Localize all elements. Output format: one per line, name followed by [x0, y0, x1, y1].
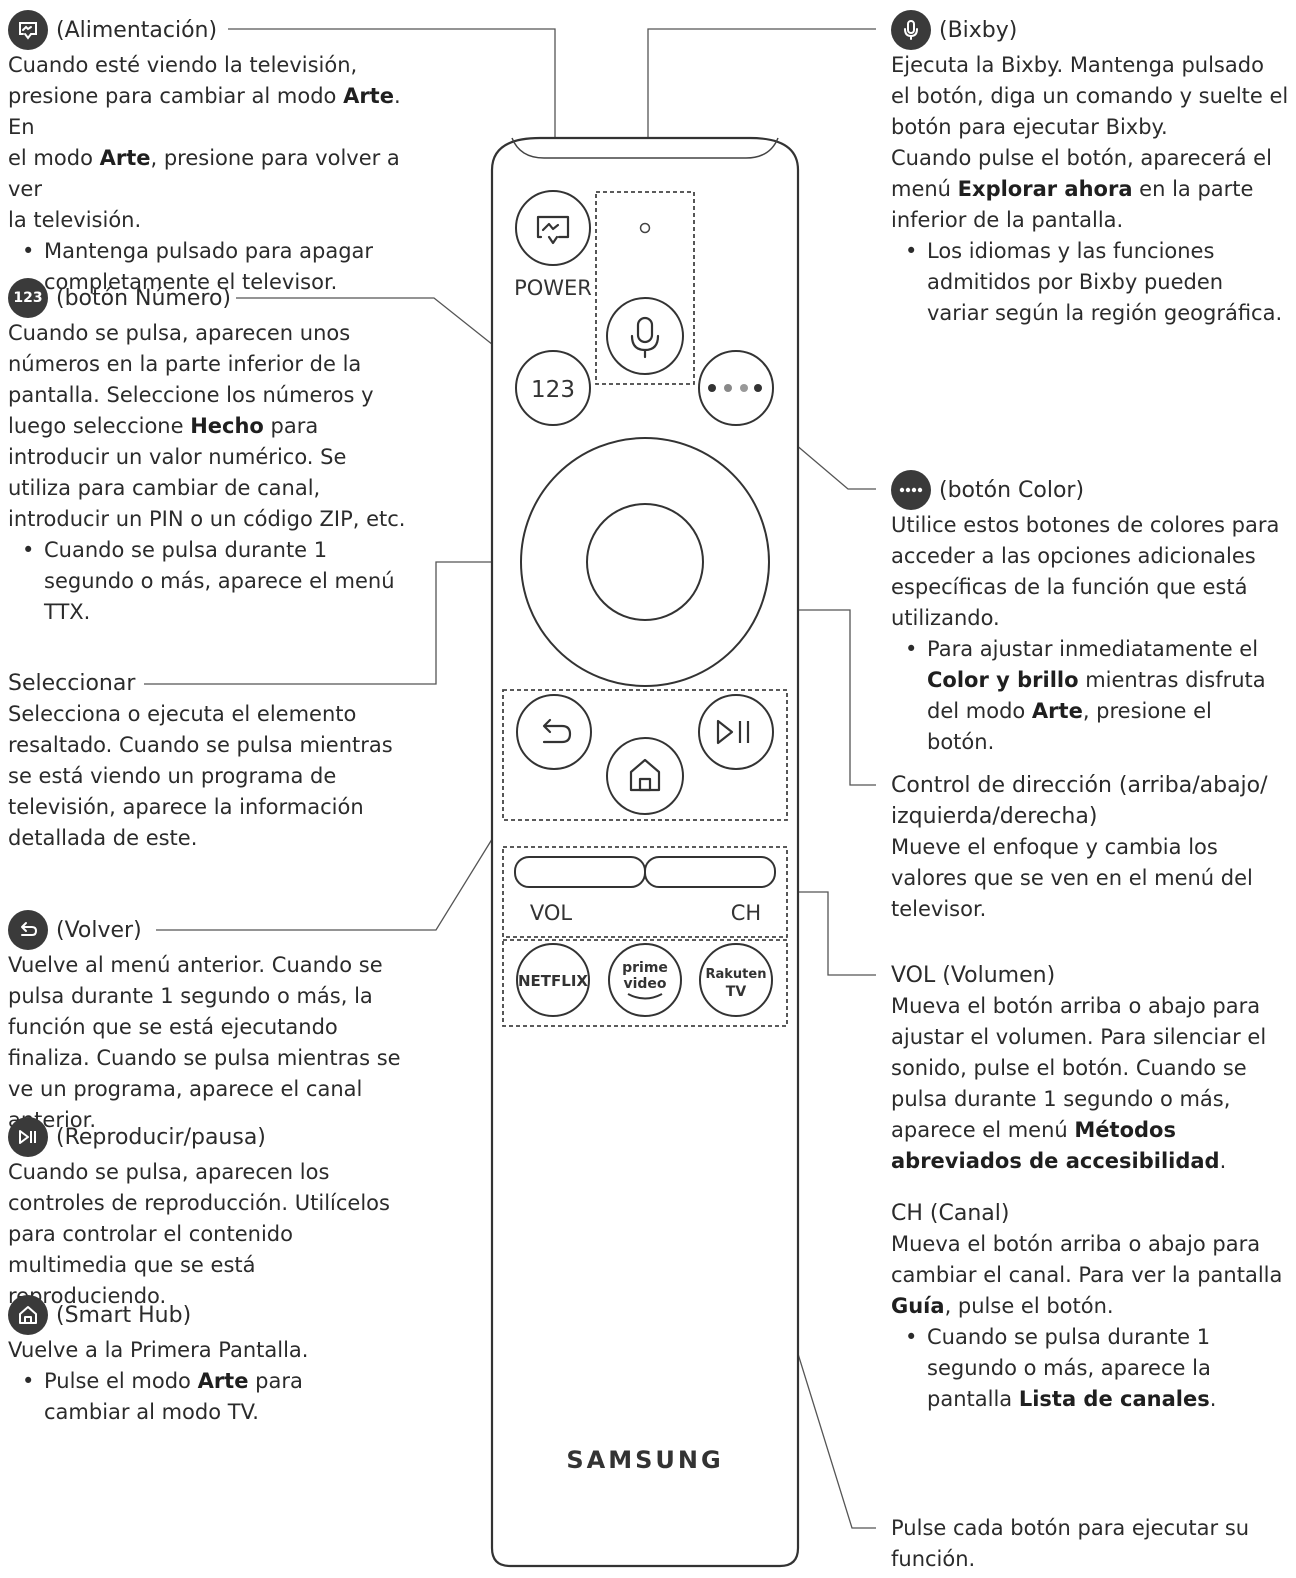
annotation-back: (Volver) Vuelve al menú anterior. Cuando… — [8, 910, 403, 1136]
volume-title: VOL (Volumen) — [891, 963, 1056, 988]
power-button[interactable] — [515, 190, 591, 266]
volume-rocker[interactable] — [514, 856, 646, 888]
prime-label: prime — [622, 960, 668, 976]
apps-body: Pulse cada botón para ejecutar su funció… — [891, 1516, 1250, 1571]
annotation-power: (Alimentación) Cuando esté viendo la tel… — [8, 10, 408, 298]
annotation-channel: CH (Canal) Mueva el botón arriba o abajo… — [891, 1198, 1286, 1415]
vol-label: VOL — [530, 901, 573, 925]
netflix-button[interactable]: NETFLIX — [516, 943, 590, 1017]
prime-video-button[interactable]: prime video — [608, 943, 682, 1017]
bixby-highlight-box — [595, 191, 695, 385]
power-bullet: Mantenga pulsado para apagar completamen… — [8, 236, 384, 298]
smart-hub-button[interactable] — [606, 737, 684, 815]
apps-box — [502, 939, 788, 1027]
select-button[interactable] — [586, 503, 704, 621]
bixby-title: (Bixby) — [939, 17, 1018, 43]
vol-ch-box — [502, 846, 788, 938]
back-arrow-icon — [8, 910, 48, 950]
number-button-label: 123 — [531, 377, 575, 403]
play-title: (Reproducir/pausa) — [56, 1124, 266, 1150]
art-mode-icon — [536, 215, 570, 245]
direction-title: Control de dirección (arriba/abajo/ izqu… — [891, 773, 1268, 829]
number-button[interactable]: 123 — [515, 350, 591, 426]
video-label: video — [623, 976, 666, 992]
hub-title: (Smart Hub) — [56, 1302, 192, 1328]
remote-top-notch — [511, 137, 779, 159]
bixby-body-2: Cuando pulse el botón, aparecerá el menú… — [891, 146, 1272, 232]
rakuten-label: Rakuten — [706, 967, 767, 982]
color-button[interactable] — [698, 350, 774, 426]
power-label: POWER — [514, 276, 592, 300]
direction-body: Mueve el enfoque y cambia los valores qu… — [891, 835, 1253, 921]
color-dots-icon — [891, 470, 931, 510]
annotation-volume: VOL (Volumen) Mueva el botón arriba o ab… — [891, 960, 1286, 1177]
annotation-apps: Pulse cada botón para ejecutar su funció… — [891, 1513, 1286, 1575]
rakuten-tv-label: TV — [726, 984, 747, 1000]
brand-logo: SAMSUNG — [566, 1446, 723, 1474]
rakuten-tv-button[interactable]: Rakuten TV — [699, 943, 773, 1017]
color-body: Utilice estos botones de colores para ac… — [891, 513, 1280, 630]
line-back — [156, 822, 503, 931]
play-pause-icon — [8, 1117, 48, 1157]
power-text-1: Cuando esté viendo la televisión, — [8, 53, 358, 77]
annotation-color: (botón Color) Utilice estos botones de c… — [891, 470, 1281, 758]
color-title: (botón Color) — [939, 477, 1085, 503]
microphone-icon — [891, 10, 931, 50]
annotation-hub: (Smart Hub) Vuelve a la Primera Pantalla… — [8, 1295, 403, 1428]
play-pause-icon — [716, 719, 750, 745]
number-badge-icon: 123 — [8, 278, 48, 318]
select-body: Selecciona o ejecuta el elemento resalta… — [8, 702, 393, 850]
play-body: Cuando se pulsa, aparecen los controles … — [8, 1160, 390, 1308]
annotation-bixby: (Bixby) Ejecuta la Bixby. Mantenga pulsa… — [891, 10, 1289, 329]
power-text-4: la televisión. — [8, 208, 142, 232]
channel-title: CH (Canal) — [891, 1201, 1010, 1226]
art-mode-icon — [8, 10, 48, 50]
channel-rocker[interactable] — [644, 856, 776, 888]
annotation-number: 123 (botón Número) Cuando se pulsa, apar… — [8, 278, 413, 628]
annotation-select: Seleccionar Selecciona o ejecuta el elem… — [8, 668, 398, 854]
color-bullet: Para ajustar inmediatamente el Color y b… — [891, 634, 1281, 758]
line-volume — [790, 891, 876, 976]
number-bullet: Cuando se pulsa durante 1 segundo o más,… — [8, 535, 413, 628]
nav-buttons-box — [502, 689, 788, 821]
netflix-label: NETFLIX — [518, 972, 588, 990]
home-icon — [8, 1295, 48, 1335]
back-arrow-icon — [542, 718, 572, 744]
power-text-3: el modo Arte, presione para volver a ver — [8, 146, 400, 201]
power-text-2: presione para cambiar al modo Arte. En — [8, 84, 401, 139]
bixby-button[interactable] — [606, 297, 684, 375]
ch-label: CH — [731, 901, 761, 925]
bixby-bullet: Los idiomas y las funciones admitidos po… — [891, 236, 1289, 329]
bixby-body-1: Ejecuta la Bixby. Mantenga pulsado el bo… — [891, 53, 1289, 139]
hub-body: Vuelve a la Primera Pantalla. — [8, 1338, 309, 1362]
annotation-play: (Reproducir/pausa) Cuando se pulsa, apar… — [8, 1117, 403, 1312]
prime-smile-icon — [627, 993, 663, 1000]
annotation-direction: Control de dirección (arriba/abajo/ izqu… — [891, 770, 1286, 925]
select-title: Seleccionar — [8, 671, 136, 696]
home-icon — [629, 758, 661, 792]
power-title: (Alimentación) — [56, 17, 218, 43]
back-button[interactable] — [516, 694, 592, 770]
back-body: Vuelve al menú anterior. Cuando se pulsa… — [8, 953, 401, 1132]
microphone-icon — [630, 316, 660, 359]
channel-bullet: Cuando se pulsa durante 1 segundo o más,… — [891, 1322, 1286, 1415]
mic-led — [639, 222, 651, 234]
number-title: (botón Número) — [56, 285, 232, 311]
hub-bullet: Pulse el modo Arte para cambiar al modo … — [8, 1366, 394, 1428]
color-dots-icon — [708, 384, 762, 392]
volume-body: Mueva el botón arriba o abajo para ajust… — [891, 994, 1267, 1173]
back-title: (Volver) — [56, 917, 142, 943]
channel-body: Mueva el botón arriba o abajo para cambi… — [891, 1232, 1283, 1318]
number-body: Cuando se pulsa, aparecen unos números e… — [8, 321, 406, 531]
line-bixby — [647, 28, 876, 190]
play-pause-button[interactable] — [698, 694, 774, 770]
